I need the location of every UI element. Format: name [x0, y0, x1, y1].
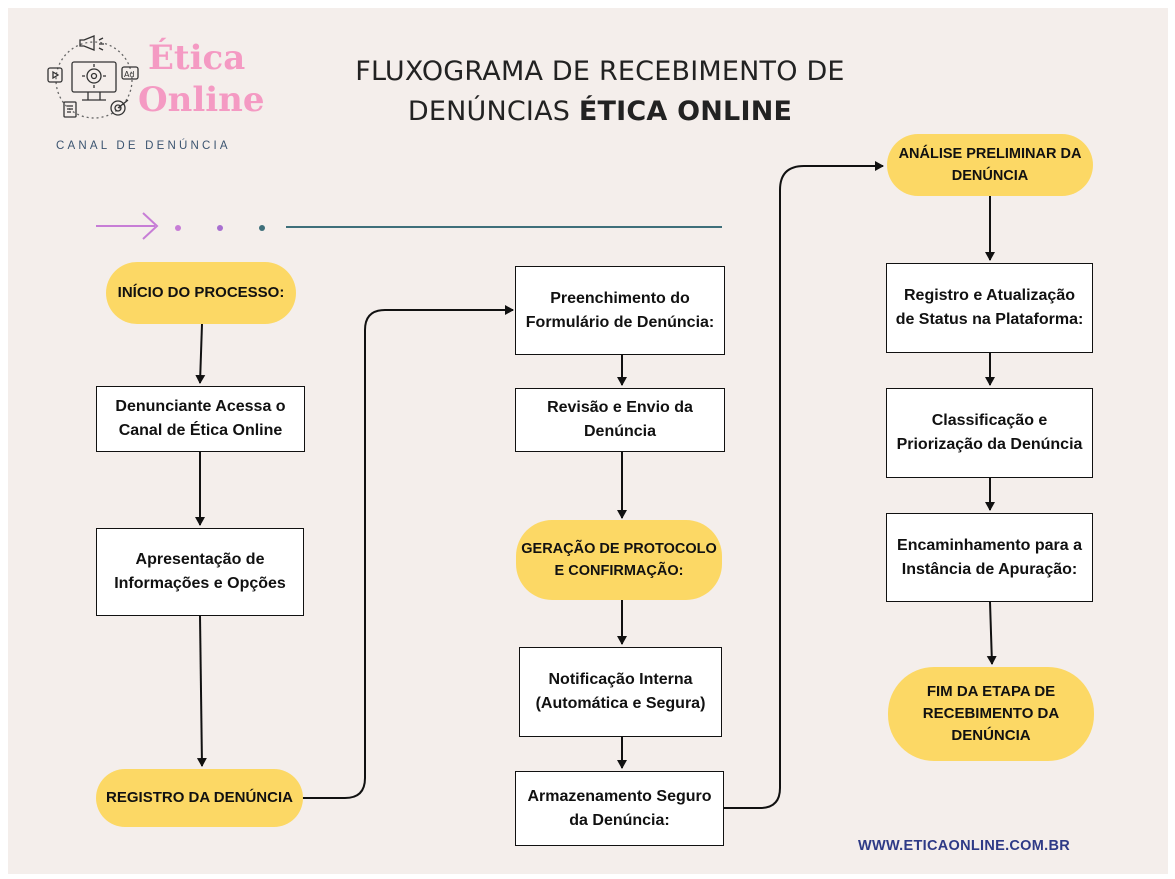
internal-notification-step: Notificação Interna (Automática e Segura…	[519, 647, 722, 737]
svg-text:Ad: Ad	[124, 70, 134, 79]
logo-word-online: Online	[138, 80, 265, 120]
arrow-c3-4	[986, 601, 997, 665]
access-channel-step: Denunciante Acessa o Canal de Ética Onli…	[96, 386, 305, 452]
title-line-2: DENÚNCIAS ÉTICA ONLINE	[300, 92, 900, 132]
protocol-confirmation-node: GERAÇÃO DE PROTOCOLO E CONFIRMAÇÃO:	[516, 520, 722, 600]
preliminary-analysis-node: ANÁLISE PRELIMINAR DA DENÚNCIA	[887, 134, 1093, 196]
status-update-step: Registro e Atualização de Status na Plat…	[886, 263, 1093, 353]
end-stage-node: FIM DA ETAPA DE RECEBIMENTO DA DENÚNCIA	[888, 667, 1094, 761]
decorative-divider	[96, 212, 722, 240]
title-line-2-normal: DENÚNCIAS	[407, 96, 579, 127]
logo-word-etica: Ética	[148, 38, 246, 78]
classification-step: Classificação e Priorização da Denúncia	[886, 388, 1093, 478]
forwarding-step: Encaminhamento para a Instância de Apura…	[886, 513, 1093, 602]
review-send-step: Revisão e Envio da Denúncia	[515, 388, 725, 452]
logo-tagline: CANAL DE DENÚNCIA	[56, 140, 231, 152]
fill-form-step: Preenchimento do Formulário de Denúncia:	[515, 266, 725, 355]
title-line-1: FLUXOGRAMA DE RECEBIMENTO DE	[355, 56, 845, 87]
register-complaint-node: REGISTRO DA DENÚNCIA	[96, 769, 303, 827]
present-info-step: Apresentação de Informações e Opções	[96, 528, 304, 616]
page-title: FLUXOGRAMA DE RECEBIMENTO DE DENÚNCIAS É…	[300, 52, 900, 132]
marketing-gear-monitor-icon: Ad	[47, 35, 139, 119]
start-process-node: INÍCIO DO PROCESSO:	[106, 262, 296, 324]
website-link[interactable]: WWW.ETICAONLINE.COM.BR	[858, 838, 1070, 854]
arrow-c2-to-c3	[724, 161, 884, 809]
title-line-2-bold: ÉTICA ONLINE	[578, 96, 793, 127]
arrow-c1-1	[195, 323, 206, 384]
arrow-c1-to-c2	[300, 305, 514, 799]
secure-storage-step: Armazenamento Seguro da Denúncia:	[515, 771, 724, 846]
arrow-c1-3	[196, 615, 207, 767]
